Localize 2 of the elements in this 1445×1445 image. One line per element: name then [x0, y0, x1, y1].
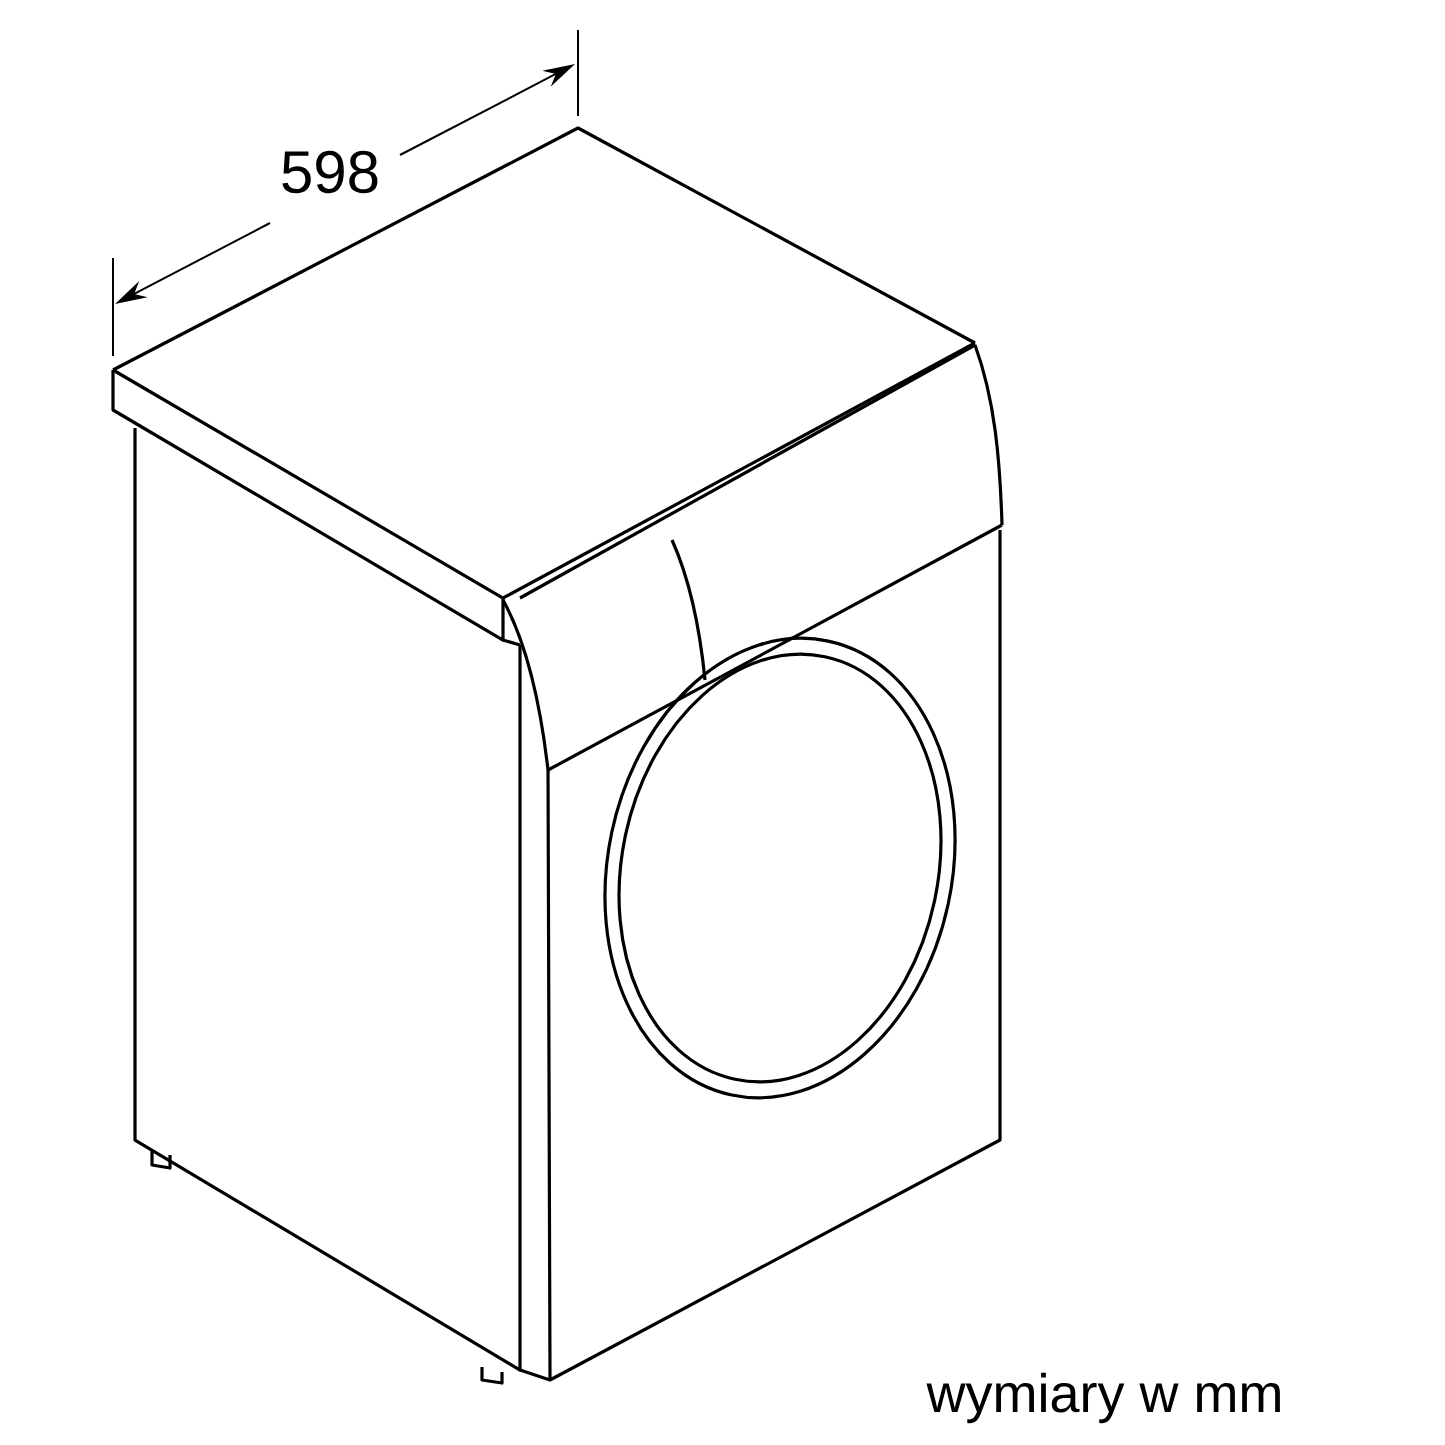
note: wymiary w mm — [926, 1372, 1280, 1424]
dimension-text: 598 — [282, 150, 378, 194]
